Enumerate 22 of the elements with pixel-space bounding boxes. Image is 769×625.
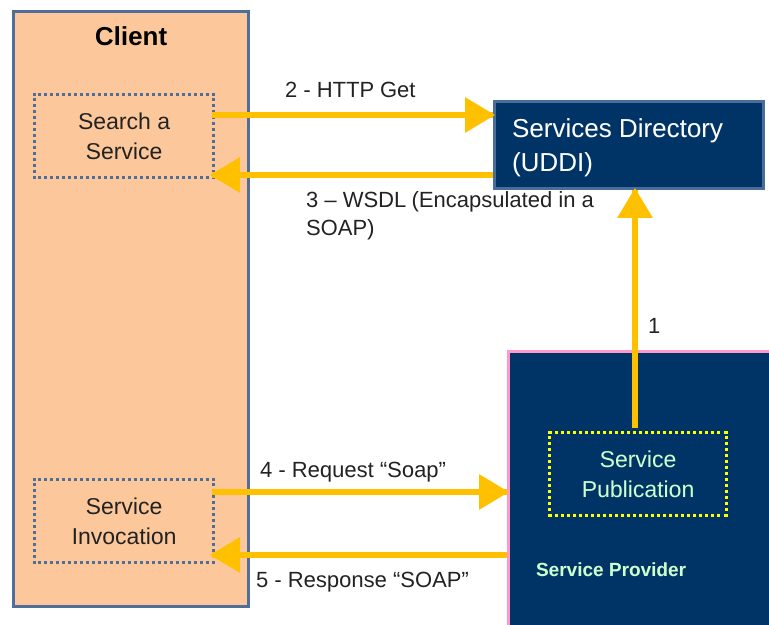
process-box — [33, 93, 215, 179]
edge-label: 1 — [648, 312, 662, 340]
node-label: Service Provider — [536, 558, 686, 582]
arrow — [212, 474, 509, 510]
arrow — [210, 537, 507, 573]
node-label: Service Invocation — [70, 492, 178, 551]
node-label: Services Directory (UDDI) — [512, 112, 724, 179]
arrow — [617, 188, 653, 428]
directory-box — [493, 100, 765, 190]
node-label: Service Publication — [580, 445, 696, 504]
arrow — [212, 97, 495, 133]
provider-panel — [507, 350, 769, 625]
process-box — [33, 478, 215, 564]
node-label: Client — [94, 20, 168, 53]
edge-label: 3 – WSDL (Encapsulated in a SOAP) — [306, 186, 595, 242]
process-box — [548, 431, 728, 517]
node-label: Search a Service — [76, 107, 172, 166]
client-panel — [12, 10, 250, 608]
edge-label: 4 - Request “Soap” — [260, 456, 447, 484]
edge-label: 5 - Response “SOAP” — [256, 566, 470, 594]
edge-label: 2 - HTTP Get — [285, 76, 416, 104]
arrow — [210, 157, 493, 193]
